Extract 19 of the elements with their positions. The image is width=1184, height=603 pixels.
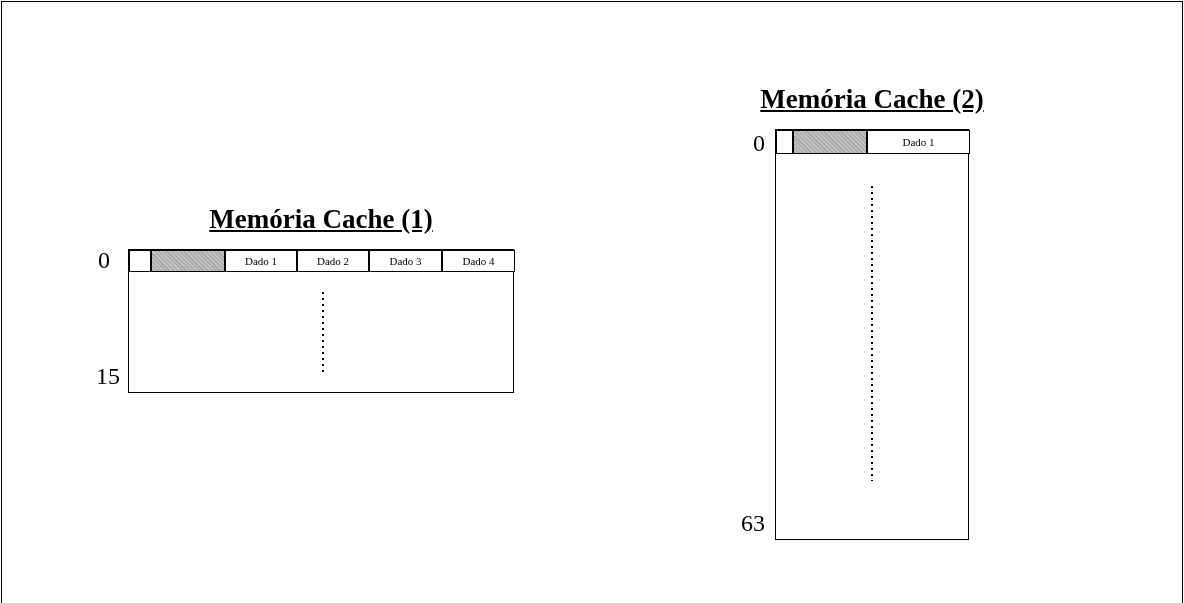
cell-text: Dado 2 <box>316 255 350 267</box>
shaded-cell <box>793 130 867 154</box>
table-cell <box>369 250 442 272</box>
table-title: Memória Cache (2) <box>760 86 984 116</box>
cell-text: Dado 3 <box>389 255 422 267</box>
row-number: 63 <box>740 511 765 535</box>
row-number: 0 <box>752 131 765 155</box>
table-cell <box>442 250 515 272</box>
row-number: 0 <box>97 248 110 272</box>
table-cell <box>867 130 970 154</box>
table-title: Memória Cache (1) <box>209 206 433 236</box>
table-cell <box>225 250 297 272</box>
table-cell <box>297 250 369 272</box>
shaded-cell <box>151 250 225 272</box>
row-number: 15 <box>95 364 120 388</box>
empty-cell <box>776 130 793 154</box>
cell-text: Dado 4 <box>462 255 495 267</box>
cell-text: Dado 1 <box>902 136 935 148</box>
cell-text: Dado 1 <box>244 255 278 267</box>
